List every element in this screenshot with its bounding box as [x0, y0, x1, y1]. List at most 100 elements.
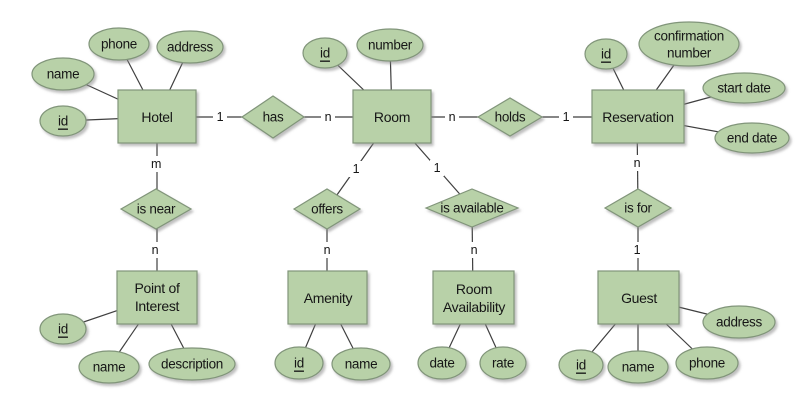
- diagram-shapes: [31, 21, 790, 384]
- cardinality-bg: [349, 161, 363, 177]
- room-id-attribute: [302, 37, 348, 69]
- guest-address-attribute-label: address: [716, 315, 762, 330]
- relationship-labels: has holds is near offers is available is…: [137, 110, 653, 217]
- hotel-phone-attribute: [88, 27, 150, 61]
- is-near-relationship-diamond: [119, 188, 193, 230]
- cardinality-label: n: [325, 110, 332, 124]
- cardinality-label: n: [324, 243, 331, 257]
- reservation-confirmation-number-attribute-label-line1: confirmation: [654, 29, 724, 44]
- is-for-relationship-diamond: [603, 188, 673, 228]
- room-availability-rate-attribute-label: rate: [492, 356, 514, 371]
- amenity-id-attribute-label: id: [294, 356, 304, 371]
- cardinality-label: n: [449, 110, 456, 124]
- cardinality-is-near-poi-side: n: [148, 242, 162, 258]
- cardinality-label: 1: [634, 243, 641, 257]
- reservation-start-date-attribute: [702, 72, 786, 104]
- reservation-end-date-attribute-label: end date: [727, 131, 777, 146]
- cardinality-label: n: [634, 156, 641, 170]
- room-number-attribute: [356, 28, 424, 62]
- poi-description-attribute: [148, 347, 236, 381]
- point-of-interest-entity-label-line2: Interest: [135, 298, 180, 314]
- cardinality-bg: [445, 109, 459, 125]
- point-of-interest-entity: [116, 270, 198, 325]
- poi-id-attribute-label: id: [58, 322, 68, 337]
- cardinality-bg: [559, 109, 573, 125]
- guest-id-attribute-label: id: [576, 358, 586, 373]
- attribute-labels: name phone address id id number id confi…: [47, 29, 778, 375]
- guest-name-attribute-label: name: [622, 360, 655, 375]
- amenity-name-attribute: [331, 347, 391, 381]
- has-relationship-label: has: [263, 110, 284, 125]
- room-availability-entity-label-line1: Room: [456, 281, 492, 297]
- hotel-address-attribute: [156, 30, 224, 64]
- reservation-id-attribute: [584, 38, 628, 70]
- hotel-name-attribute: [31, 57, 95, 91]
- cardinality-bg: [321, 109, 335, 125]
- holds-relationship-diamond: [476, 97, 544, 137]
- point-of-interest-entity-label-line1: Point of: [134, 280, 179, 296]
- reservation-confirmation-number-attribute: [638, 21, 740, 67]
- is-available-relationship-label: is available: [440, 201, 503, 216]
- cardinality-is-available-room-availability-side: n: [467, 242, 481, 258]
- guest-phone-attribute: [675, 346, 739, 380]
- cardinality-label: n: [471, 243, 478, 257]
- reservation-end-date-attribute: [714, 122, 790, 154]
- cardinality-labels: 1 n n 1 m n 1 n: [148, 109, 644, 258]
- room-availability-rate-attribute: [479, 346, 527, 380]
- hotel-address-attribute-label: address: [167, 40, 213, 55]
- room-entity-label: Room: [374, 109, 410, 125]
- guest-name-attribute: [607, 350, 669, 384]
- hotel-phone-attribute-label: phone: [101, 37, 137, 52]
- cardinality-is-near-hotel-side: m: [149, 156, 163, 172]
- reservation-entity: [591, 89, 685, 144]
- guest-entity: [597, 270, 680, 325]
- hotel-id-attribute: [39, 105, 87, 137]
- holds-relationship-label: holds: [495, 110, 526, 125]
- cardinality-label: m: [151, 157, 161, 171]
- cardinality-is-for-reservation-side: n: [630, 155, 644, 171]
- cardinality-label: 1: [563, 110, 570, 124]
- cardinality-bg: [320, 242, 334, 258]
- amenity-id-attribute: [274, 346, 324, 380]
- cardinality-label: 1: [217, 110, 224, 124]
- hotel-id-attribute-label: id: [58, 114, 68, 129]
- cardinality-holds-reservation-side: 1: [559, 109, 573, 125]
- room-availability-entity: [432, 270, 515, 325]
- room-entity: [352, 89, 432, 144]
- guest-phone-attribute-label: phone: [689, 356, 725, 371]
- cardinality-has-hotel-side: 1: [213, 109, 227, 125]
- hotel-entity: [117, 89, 197, 144]
- room-availability-date-attribute-label: date: [429, 356, 454, 371]
- offers-relationship-label: offers: [311, 202, 343, 217]
- poi-name-attribute-label: name: [93, 360, 126, 375]
- cardinality-label: 1: [353, 162, 360, 176]
- cardinality-offers-amenity-side: n: [320, 242, 334, 258]
- is-available-relationship-diamond: [424, 188, 520, 228]
- poi-description-attribute-label: description: [161, 357, 223, 372]
- hotel-name-attribute-label: name: [47, 67, 80, 82]
- cardinality-is-available-room-side: 1: [430, 160, 444, 176]
- hotel-entity-label: Hotel: [141, 109, 172, 125]
- room-number-attribute-label: number: [368, 38, 413, 53]
- reservation-id-attribute-label: id: [601, 47, 611, 62]
- room-availability-date-attribute: [417, 346, 467, 380]
- cardinality-bg: [430, 160, 444, 176]
- amenity-entity: [287, 270, 368, 325]
- is-for-relationship-label: is for: [624, 201, 652, 216]
- reservation-start-date-attribute-label: start date: [717, 81, 770, 96]
- is-near-relationship-label: is near: [137, 202, 176, 217]
- poi-name-attribute: [78, 350, 140, 384]
- guest-address-attribute: [702, 305, 776, 339]
- cardinality-has-room-side: n: [321, 109, 335, 125]
- amenity-entity-label: Amenity: [304, 290, 353, 306]
- reservation-entity-label: Reservation: [602, 109, 673, 125]
- amenity-name-attribute-label: name: [345, 357, 378, 372]
- has-relationship-diamond: [240, 95, 306, 139]
- cardinality-bg: [213, 109, 227, 125]
- room-availability-entity-label-line2: Availability: [443, 299, 506, 315]
- cardinality-bg: [630, 155, 644, 171]
- cardinality-holds-room-side: n: [445, 109, 459, 125]
- cardinality-bg: [149, 156, 163, 172]
- cardinality-bg: [467, 242, 481, 258]
